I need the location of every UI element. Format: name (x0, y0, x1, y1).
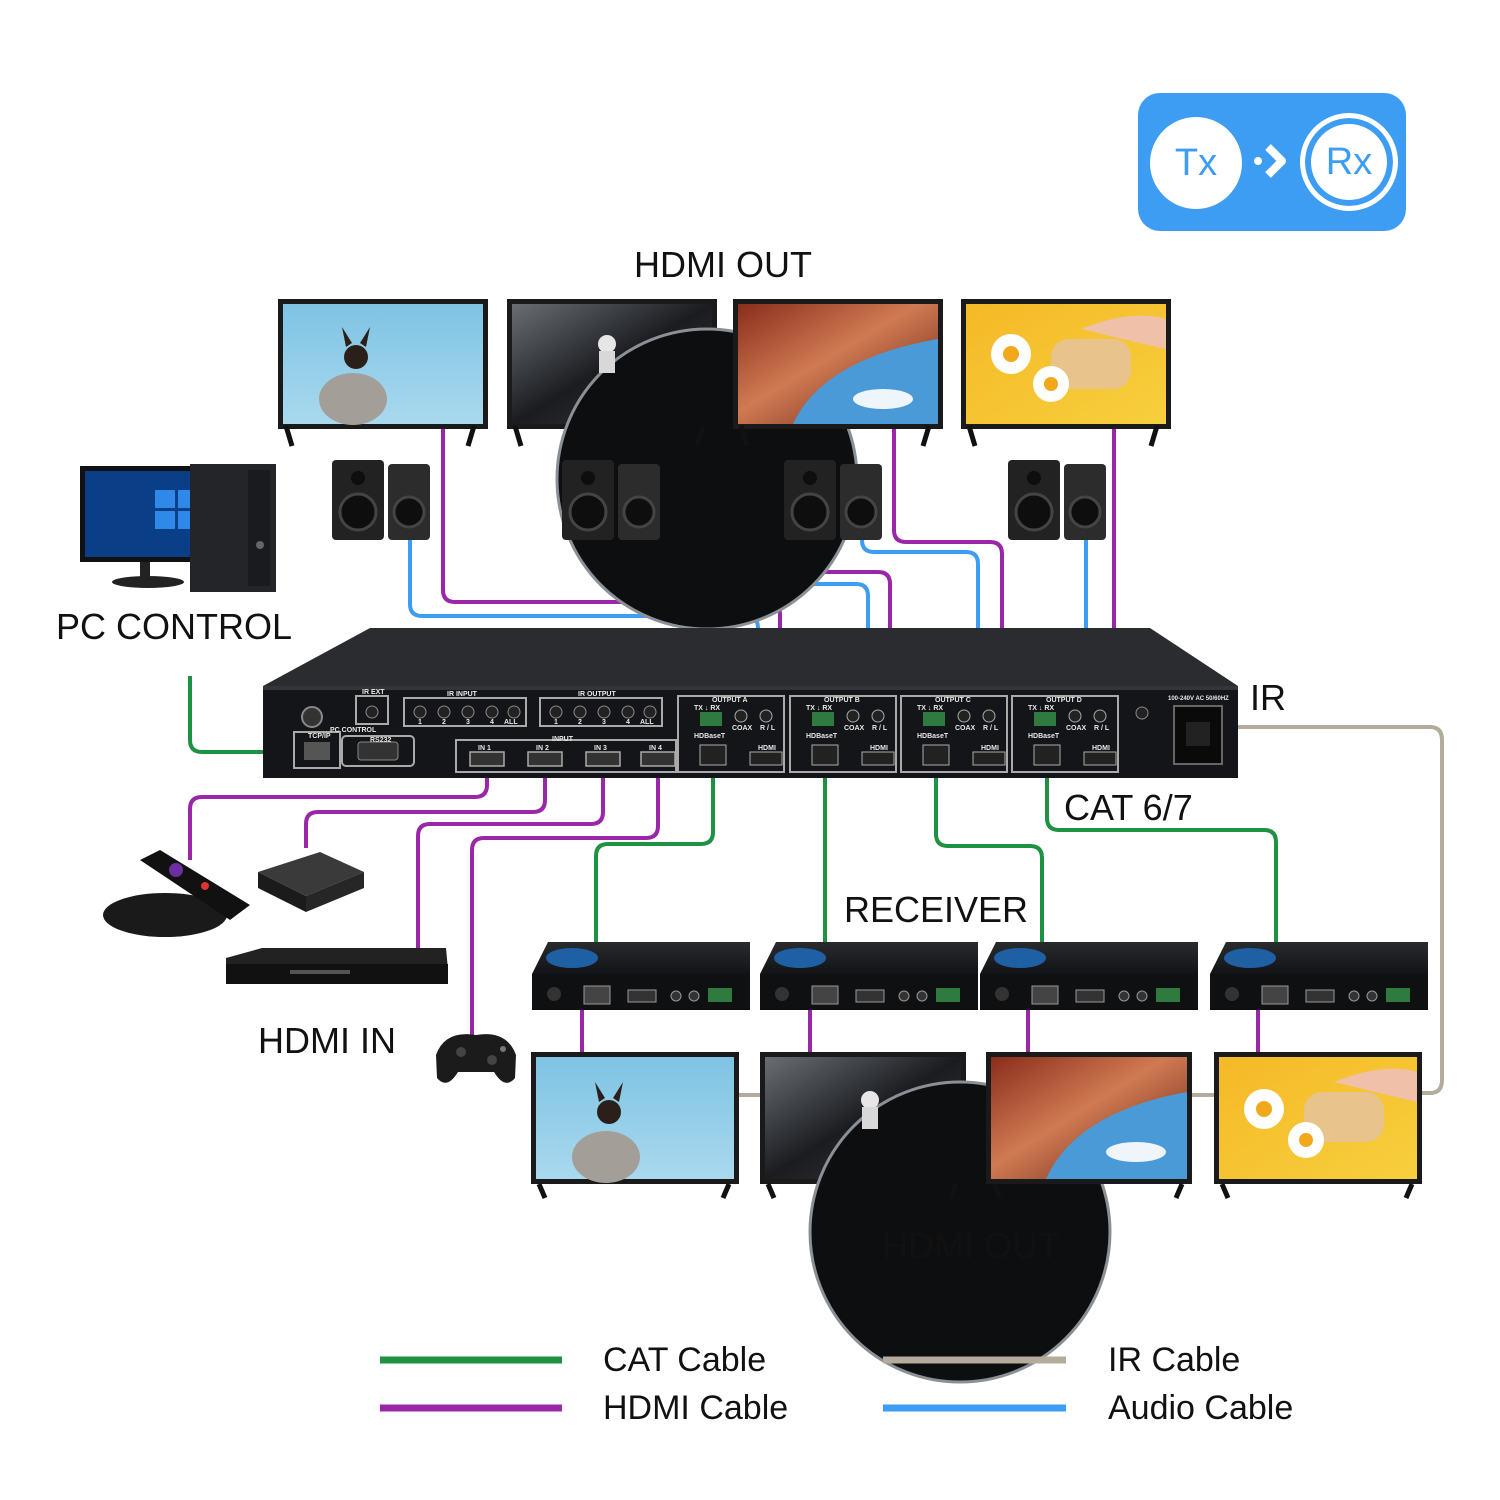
panel-ir-input: IR INPUT (447, 691, 478, 698)
roku-remote-icon (103, 850, 250, 937)
panel-power: 100-240V AC 50/60HZ (1168, 696, 1229, 702)
hdmi-in-label-2: IN 2 (536, 745, 549, 752)
hdmi-out-c (892, 428, 1004, 712)
ir-out-port-4: 4 (626, 719, 630, 726)
speaker-pair-4 (1008, 460, 1106, 540)
tv-bottom-3 (986, 1052, 1192, 1199)
output-d-txrx: TX ↓ RX (1028, 705, 1054, 712)
legend-cat-cable: CAT Cable (603, 1341, 767, 1379)
cat-d (1045, 770, 1278, 945)
ir-out-port-all: ALL (640, 719, 654, 726)
cat67-label: CAT 6/7 (1064, 787, 1193, 828)
output-d-rl: R / L (1094, 725, 1110, 732)
output-c-txrx: TX ↓ RX (917, 705, 943, 712)
output-c-rl: R / L (983, 725, 999, 732)
hdmi-in-label-3: IN 3 (594, 745, 607, 752)
output-c-hdmi: HDMI (981, 745, 999, 752)
hdmi-out-top-label: HDMI OUT (634, 244, 812, 285)
speaker-pair-1 (332, 460, 430, 540)
matrix-switch-icon (263, 628, 1238, 778)
tx-rx-badge: Tx Rx (1138, 93, 1406, 231)
receiver-unit-a (532, 942, 750, 1010)
legend-hdmi-cable: HDMI Cable (603, 1389, 789, 1427)
output-b-txrx: TX ↓ RX (806, 705, 832, 712)
hdmi-in-3 (416, 770, 605, 950)
output-b-hdmi: HDMI (870, 745, 888, 752)
desktop-pc-icon (80, 464, 276, 592)
gamepad-icon (436, 1034, 516, 1083)
hdmi-out-bottom-label: HDMI OUT (882, 1225, 1060, 1266)
arrow-right-icon (1254, 144, 1286, 178)
legend-ir-cable: IR Cable (1108, 1341, 1241, 1379)
hdmi-in-label-1: IN 1 (478, 745, 491, 752)
output-a-coax: COAX (732, 725, 753, 732)
streaming-box-icon (258, 852, 364, 912)
speaker-pair-3 (784, 460, 882, 540)
panel-input: INPUT (552, 736, 574, 743)
ir-out-port-2: 2 (578, 719, 582, 726)
output-b-label: OUTPUT B (824, 697, 860, 704)
ir-in-port-2: 2 (442, 719, 446, 726)
panel-rs232: RS232 (370, 737, 392, 744)
audio-c (860, 539, 980, 712)
tv-top-1 (278, 299, 488, 447)
output-a-txrx: TX ↓ RX (694, 705, 720, 712)
audio-a (408, 540, 760, 712)
tv-top-3 (733, 299, 943, 447)
output-b-rl: R / L (872, 725, 888, 732)
ir-in-port-3: 3 (466, 719, 470, 726)
output-b-coax: COAX (844, 725, 865, 732)
cat-c (934, 770, 1044, 945)
receiver-unit-c (980, 942, 1198, 1010)
tv-bottom-1 (531, 1052, 739, 1199)
tx-circle: Tx (1150, 117, 1242, 209)
output-d-coax: COAX (1066, 725, 1087, 732)
dvd-player-icon (226, 948, 448, 984)
tv-top-4 (961, 299, 1171, 447)
output-a-hdmi: HDMI (758, 745, 776, 752)
panel-tcpip: TCP/IP (308, 733, 331, 740)
ir-out-port-3: 3 (602, 719, 606, 726)
ir-out-port-1: 1 (554, 719, 558, 726)
ir-in-port-1: 1 (418, 719, 422, 726)
output-a-rl: R / L (760, 725, 776, 732)
ir-in-port-all: ALL (504, 719, 518, 726)
cat-a (594, 770, 715, 945)
hdmi-in-1 (188, 770, 489, 860)
output-c-hdbaset: HDBaseT (917, 733, 949, 740)
output-d-hdbaset: HDBaseT (1028, 733, 1060, 740)
hdmi-in-2 (304, 770, 547, 848)
output-b-hdbaset: HDBaseT (806, 733, 838, 740)
receiver-label: RECEIVER (844, 889, 1029, 930)
receiver-unit-b (760, 942, 978, 1010)
panel-pc-control: PC CONTROL (330, 727, 377, 734)
ir-label: IR (1250, 677, 1286, 718)
speaker-pair-2 (562, 460, 660, 540)
output-c-label: OUTPUT C (935, 697, 971, 704)
output-a-hdbaset: HDBaseT (694, 733, 726, 740)
pc-control-label: PC CONTROL (56, 606, 293, 647)
output-a-label: OUTPUT A (712, 697, 748, 704)
panel-ir-output: IR OUTPUT (578, 691, 616, 698)
ir-in-port-4: 4 (490, 719, 494, 726)
legend-audio-cable: Audio Cable (1108, 1389, 1294, 1427)
output-c-coax: COAX (955, 725, 976, 732)
panel-ir-ext: IR EXT (362, 689, 385, 696)
hdmi-in-4 (470, 770, 660, 1040)
hdmi-in-label-4: IN 4 (649, 745, 662, 752)
ir-cable (1236, 725, 1444, 1095)
output-d-label: OUTPUT D (1046, 697, 1082, 704)
pc-control-cable (188, 676, 264, 754)
output-d-hdmi: HDMI (1092, 745, 1110, 752)
rx-circle: Rx (1300, 113, 1398, 211)
receiver-unit-d (1210, 942, 1428, 1010)
tv-bottom-4 (1214, 1052, 1422, 1199)
hdmi-in-label: HDMI IN (258, 1020, 396, 1061)
